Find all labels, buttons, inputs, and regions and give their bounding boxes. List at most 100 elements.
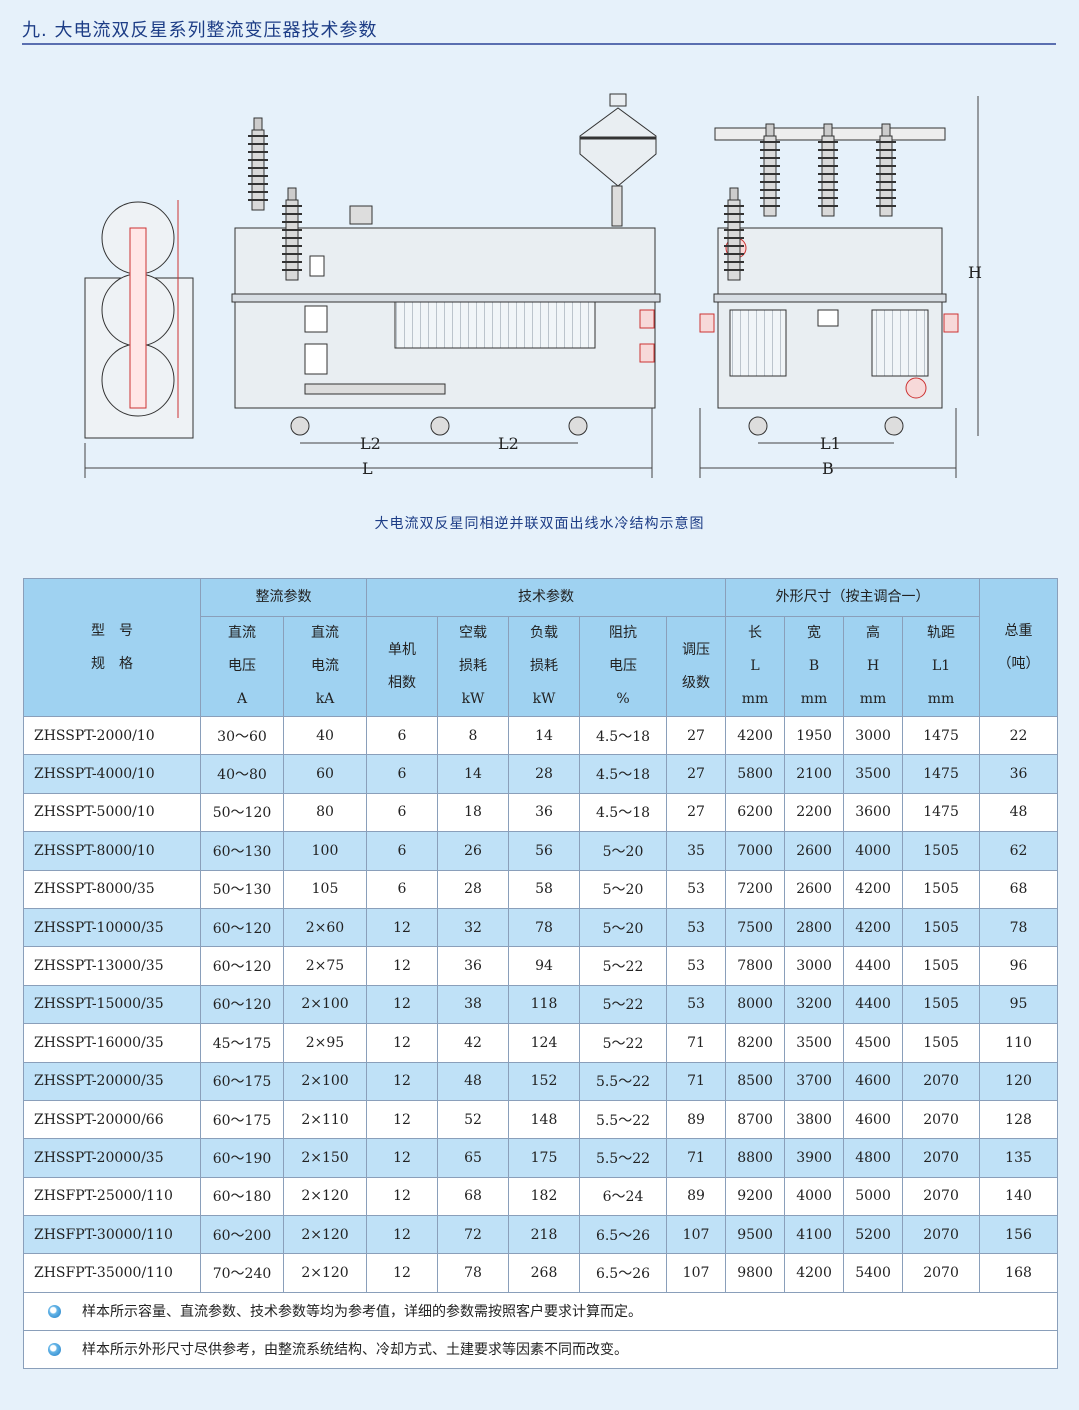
table-cell: 3000 <box>843 715 904 756</box>
table-cell: 152 <box>508 1061 580 1101</box>
table-cell: 6 <box>366 792 438 833</box>
table-cell: 7800 <box>725 946 786 986</box>
table-cell: 107 <box>665 1253 727 1293</box>
table-cell: 68 <box>979 869 1059 909</box>
table-cell: 40 <box>283 715 367 756</box>
table-cell: 2×120 <box>283 1215 367 1255</box>
model-cell: ZHSSPT-13000/35 <box>23 946 201 986</box>
table-cell: 1505 <box>902 907 981 948</box>
table-cell: 12 <box>366 1215 438 1255</box>
table-cell: 35 <box>665 831 727 871</box>
table-cell: 118 <box>508 984 580 1025</box>
table-cell: 3000 <box>784 946 845 986</box>
table-cell: 3700 <box>784 1061 845 1101</box>
table-cell: 12 <box>366 1138 438 1178</box>
table-cell: 48 <box>437 1061 509 1101</box>
model-cell: ZHSSPT-2000/10 <box>23 715 201 756</box>
table-cell: 27 <box>665 792 727 833</box>
table-cell: 28 <box>437 869 509 909</box>
table-cell: 2×120 <box>283 1253 367 1293</box>
group-header-tech: 技术参数 <box>365 578 727 617</box>
page-title: 九. 大电流双反星系列整流变压器技术参数 <box>22 20 378 41</box>
table-cell: 2070 <box>902 1061 981 1101</box>
wheel-icon <box>290 416 588 436</box>
table-cell: 4.5～18 <box>579 792 667 833</box>
table-cell: 8500 <box>725 1061 786 1101</box>
table-cell: 14 <box>437 754 509 794</box>
dim-l1: L1 <box>820 434 841 453</box>
table-cell: 65 <box>437 1138 509 1178</box>
table-cell: 4.5～18 <box>579 715 667 756</box>
table-cell: 4200 <box>784 1253 845 1293</box>
table-cell: 12 <box>366 984 438 1025</box>
table-cell: 4000 <box>843 831 904 871</box>
table-cell: 2×75 <box>283 946 367 986</box>
table-cell: 5.5～22 <box>579 1099 667 1140</box>
table-cell: 3800 <box>784 1099 845 1140</box>
table-cell: 38 <box>437 984 509 1025</box>
table-cell: 71 <box>665 1061 727 1101</box>
bullet-icon <box>48 1304 61 1318</box>
table-cell: 5800 <box>725 754 786 794</box>
table-cell: 124 <box>508 1023 580 1063</box>
table-cell: 12 <box>366 1176 438 1217</box>
model-cell: ZHSSPT-10000/35 <box>23 907 201 948</box>
table-cell: 12 <box>366 1099 438 1140</box>
table-cell: 53 <box>665 869 727 909</box>
dim-b: B <box>822 459 834 478</box>
header-tap-steps: 调压级数 <box>665 616 727 717</box>
table-cell: 6.5～26 <box>579 1215 667 1255</box>
table-cell: 8200 <box>725 1023 786 1063</box>
table-cell: 7500 <box>725 907 786 948</box>
table-cell: 9500 <box>725 1215 786 1255</box>
table-cell: 148 <box>508 1099 580 1140</box>
table-cell: 78 <box>437 1253 509 1293</box>
table-cell: 2100 <box>784 754 845 794</box>
table-cell: 27 <box>665 715 727 756</box>
table-cell: 4100 <box>784 1215 845 1255</box>
table-cell: 3500 <box>843 754 904 794</box>
table-cell: 89 <box>665 1099 727 1140</box>
table-cell: 156 <box>979 1215 1059 1255</box>
model-cell: ZHSSPT-4000/10 <box>23 754 201 794</box>
table-cell: 6～24 <box>579 1176 667 1217</box>
table-cell: 110 <box>979 1023 1059 1063</box>
table-cell: 94 <box>508 946 580 986</box>
table-cell: 96 <box>979 946 1059 986</box>
table-cell: 8 <box>437 715 509 756</box>
model-cell: ZHSSPT-8000/10 <box>23 831 201 871</box>
table-cell: 12 <box>366 907 438 948</box>
table-cell: 5400 <box>843 1253 904 1293</box>
table-cell: 1950 <box>784 715 845 756</box>
table-cell: 1475 <box>902 792 981 833</box>
table-cell: 60～120 <box>200 984 284 1025</box>
table-cell: 140 <box>979 1176 1059 1217</box>
table-cell: 12 <box>366 1061 438 1101</box>
table-cell: 26 <box>437 831 509 871</box>
table-cell: 2×150 <box>283 1138 367 1178</box>
table-cell: 56 <box>508 831 580 871</box>
title-divider <box>22 43 1056 45</box>
table-cell: 5～20 <box>579 869 667 909</box>
table-cell: 4600 <box>843 1061 904 1101</box>
table-cell: 2200 <box>784 792 845 833</box>
table-cell: 48 <box>979 792 1059 833</box>
model-cell: ZHSSPT-8000/35 <box>23 869 201 909</box>
table-cell: 128 <box>979 1099 1059 1140</box>
table-cell: 7000 <box>725 831 786 871</box>
table-cell: 52 <box>437 1099 509 1140</box>
model-cell: ZHSSPT-20000/35 <box>23 1138 201 1178</box>
table-cell: 60～200 <box>200 1215 284 1255</box>
table-cell: 70～240 <box>200 1253 284 1293</box>
table-cell: 53 <box>665 984 727 1025</box>
table-cell: 2800 <box>784 907 845 948</box>
